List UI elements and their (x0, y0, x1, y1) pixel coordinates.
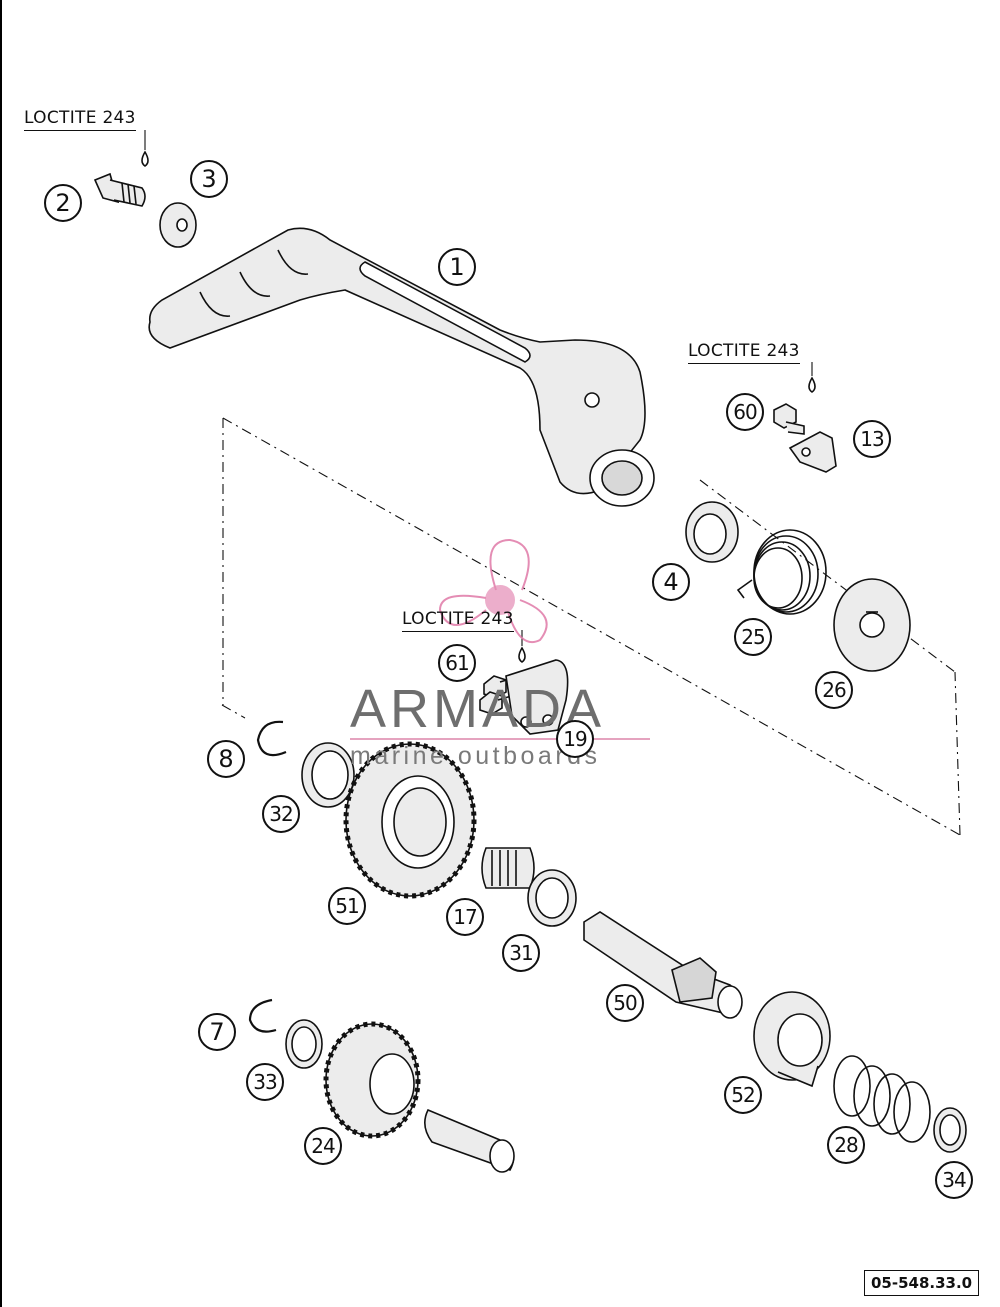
callout-part-8: 8 (207, 740, 245, 778)
callout-part-28: 28 (827, 1126, 865, 1164)
countersunk-screw-part (93, 172, 146, 207)
disc-part-26 (833, 578, 911, 672)
loctite-drop-icon (518, 646, 526, 663)
circlip-part-7 (248, 998, 277, 1033)
large-gear-part-51 (343, 741, 477, 899)
washer-part-33 (285, 1019, 323, 1069)
left-border-rule (0, 0, 2, 1307)
callout-part-34: 34 (935, 1161, 973, 1199)
loctite-drop-icon (141, 150, 149, 167)
callout-part-61: 61 (438, 644, 476, 682)
torsion-spring-part-25 (736, 529, 827, 615)
callout-part-1: 1 (438, 248, 476, 286)
watermark-divider (350, 738, 650, 740)
callout-part-4: 4 (652, 563, 690, 601)
kick-lever-part (148, 227, 655, 507)
circlip-part-8 (256, 720, 287, 757)
small-gear-part-24 (323, 1021, 421, 1139)
bracket-part-13 (788, 431, 837, 473)
washer-part-34 (933, 1107, 967, 1153)
ratchet-gear-part-52 (753, 991, 831, 1088)
assembly-axis-dashed-2 (699, 479, 956, 673)
callout-part-26: 26 (815, 671, 853, 709)
callout-part-7: 7 (198, 1013, 236, 1051)
callout-part-24: 24 (304, 1127, 342, 1165)
watermark-propeller-logo (438, 538, 548, 643)
callout-part-2: 2 (44, 184, 82, 222)
washer-part-3 (159, 202, 197, 248)
kick-shaft-part-50 (583, 911, 743, 1019)
callout-part-17: 17 (446, 898, 484, 936)
loctite-label: LOCTITE 243 (402, 609, 514, 632)
callout-part-52: 52 (724, 1076, 762, 1114)
callout-part-25: 25 (734, 618, 772, 656)
callout-part-51: 51 (328, 887, 366, 925)
callout-part-33: 33 (246, 1063, 284, 1101)
callout-part-32: 32 (262, 795, 300, 833)
washer-part-32 (301, 742, 355, 808)
callout-part-31: 31 (502, 934, 540, 972)
loctite-drop-icon (808, 376, 816, 393)
callout-part-19: 19 (556, 720, 594, 758)
watermark-tagline: marine outboards (350, 742, 601, 770)
callout-part-50: 50 (606, 984, 644, 1022)
callout-part-13: 13 (853, 420, 891, 458)
needle-bearing-part-17 (481, 847, 535, 889)
callout-part-3: 3 (190, 160, 228, 198)
washer-part-4 (685, 501, 739, 563)
drawing-number-label: 05-548.33.0 (864, 1270, 980, 1296)
loctite-label: LOCTITE 243 (688, 341, 800, 364)
pin-part (424, 1108, 515, 1173)
callout-part-60: 60 (726, 393, 764, 431)
loctite-label: LOCTITE 243 (24, 108, 136, 131)
spring-part-28 (833, 1055, 931, 1143)
ratchet-plate-part-19 (505, 659, 569, 735)
assembly-axis-dashed (221, 417, 961, 836)
bolt-part-61 (479, 675, 521, 715)
washer-part-31 (527, 869, 577, 927)
bolt-part-60 (773, 403, 805, 435)
